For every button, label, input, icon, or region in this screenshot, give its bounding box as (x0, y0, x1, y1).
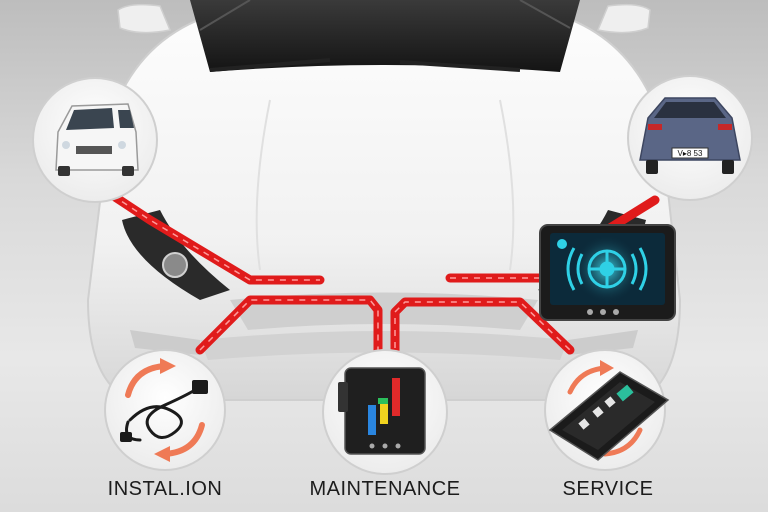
service-label: SERVICE (562, 478, 654, 500)
handheld-tablet-icon (548, 371, 670, 461)
installation-label: INSTAL.ION (107, 478, 223, 500)
car-front (86, 0, 682, 401)
rear-car-circle: V▸8 53 (627, 75, 753, 201)
van-circle (32, 77, 158, 203)
installation-circle (104, 349, 226, 471)
wheel-display-device (539, 224, 676, 321)
diagnostic-scanner-icon (338, 367, 426, 455)
wheel-display-icon (566, 247, 648, 291)
license-plate: V▸8 53 (678, 149, 703, 158)
rear-car-icon: V▸8 53 (639, 97, 741, 174)
van-icon (55, 103, 139, 176)
maintenance-label: MAINTENANCE (309, 478, 461, 500)
service-circle (544, 349, 670, 471)
maintenance-circle (322, 349, 448, 475)
